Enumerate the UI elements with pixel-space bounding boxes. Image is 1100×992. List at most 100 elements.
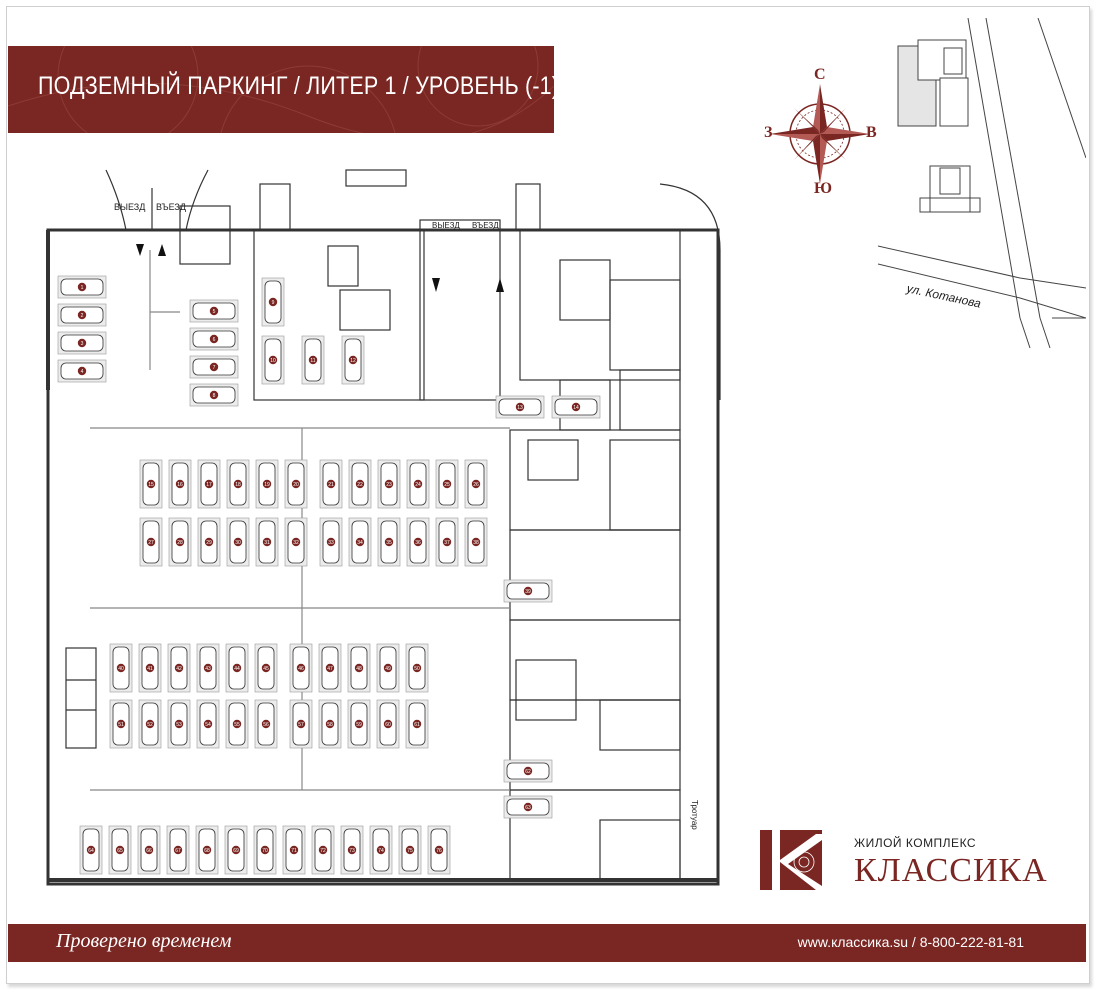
spot-badge [145,719,155,729]
parking-spot[interactable]: 66 [137,825,161,875]
parking-spot[interactable]: 63 [503,795,553,819]
parking-spot[interactable]: 42 [167,643,191,693]
parking-spot[interactable]: 15 [139,459,163,509]
parking-spot[interactable]: 47 [318,643,342,693]
parking-spot[interactable]: 41 [138,643,162,693]
parking-spot[interactable]: 39 [503,579,553,603]
spot-badge [77,366,87,376]
parking-spot[interactable]: 56 [254,699,278,749]
parking-spot[interactable]: 11 [301,335,325,385]
spot-badge [262,537,272,547]
parking-spot[interactable]: 8 [189,383,239,407]
parking-spot[interactable]: 16 [168,459,192,509]
parking-spot[interactable]: 51 [109,699,133,749]
parking-spot[interactable]: 48 [347,643,371,693]
brand-name: КЛАССИКА [854,852,1048,889]
spot-badge [77,338,87,348]
spot-number: 19 [264,482,270,488]
parking-spot[interactable]: 25 [435,459,459,509]
parking-spot[interactable]: 68 [195,825,219,875]
parking-spot[interactable]: 44 [225,643,249,693]
parking-spot[interactable]: 6 [189,327,239,351]
spot-badge [515,402,525,412]
spot-number: 74 [378,848,384,854]
parking-spot[interactable]: 37 [435,517,459,567]
parking-spot[interactable]: 54 [196,699,220,749]
parking-spot[interactable]: 27 [139,517,163,567]
parking-spot[interactable]: 75 [398,825,422,875]
parking-spot[interactable]: 65 [108,825,132,875]
parking-spot[interactable]: 4 [57,359,107,383]
parking-spot[interactable]: 2 [57,303,107,327]
parking-spot[interactable]: 43 [196,643,220,693]
parking-spot[interactable]: 13 [495,395,545,419]
parking-spot[interactable]: 40 [109,643,133,693]
parking-spot[interactable]: 14 [551,395,601,419]
parking-spot[interactable]: 60 [376,699,400,749]
parking-spot[interactable]: 36 [406,517,430,567]
parking-spot[interactable]: 45 [254,643,278,693]
spot-number: 7 [213,365,216,371]
parking-spot[interactable]: 17 [197,459,221,509]
parking-spot[interactable]: 50 [405,643,429,693]
parking-spot[interactable]: 22 [348,459,372,509]
spot-badge [202,845,212,855]
parking-spot[interactable]: 34 [348,517,372,567]
spot-badge [523,586,533,596]
parking-spot[interactable]: 55 [225,699,249,749]
sidewalk-label: Тротуар [690,800,699,830]
parking-spot[interactable]: 52 [138,699,162,749]
parking-spot[interactable]: 26 [464,459,488,509]
spot-badge [86,845,96,855]
parking-spot[interactable]: 20 [284,459,308,509]
parking-spot[interactable]: 59 [347,699,371,749]
spot-number: 69 [233,848,239,854]
parking-spot[interactable]: 76 [427,825,451,875]
parking-spot[interactable]: 5 [189,299,239,323]
parking-spot[interactable]: 30 [226,517,250,567]
parking-spot[interactable]: 46 [289,643,313,693]
parking-spot[interactable]: 3 [57,331,107,355]
parking-spot[interactable]: 10 [261,335,285,385]
parking-spot[interactable]: 67 [166,825,190,875]
parking-spot[interactable]: 24 [406,459,430,509]
parking-spot[interactable]: 69 [224,825,248,875]
parking-spot[interactable]: 1 [57,275,107,299]
parking-spot[interactable]: 38 [464,517,488,567]
parking-spot[interactable]: 32 [284,517,308,567]
spot-badge [174,663,184,673]
parking-spot[interactable]: 73 [340,825,364,875]
parking-spot[interactable]: 18 [226,459,250,509]
spot-number: 18 [235,482,241,488]
spot-badge [174,719,184,729]
parking-spot[interactable]: 70 [253,825,277,875]
parking-spot[interactable]: 21 [319,459,343,509]
parking-spot[interactable]: 29 [197,517,221,567]
parking-spot[interactable]: 12 [341,335,365,385]
parking-spot[interactable]: 7 [189,355,239,379]
parking-spot[interactable]: 35 [377,517,401,567]
parking-spot[interactable]: 61 [405,699,429,749]
parking-spot[interactable]: 23 [377,459,401,509]
parking-spot[interactable]: 28 [168,517,192,567]
parking-spot[interactable]: 58 [318,699,342,749]
spot-number: 58 [327,722,333,728]
parking-spot[interactable]: 71 [282,825,306,875]
parking-spot[interactable]: 33 [319,517,343,567]
parking-spot[interactable]: 57 [289,699,313,749]
parking-spot[interactable]: 62 [503,759,553,783]
parking-spot[interactable]: 72 [311,825,335,875]
spot-number: 46 [298,666,304,672]
parking-spot[interactable]: 53 [167,699,191,749]
parking-spot[interactable]: 64 [79,825,103,875]
floor-plan-drawing: ВЫЕЗД ВЪЕЗД ВЫЕЗД ВЪЕЗД Тротуар 12345678… [46,169,721,886]
spot-badge [383,663,393,673]
spot-number: 73 [349,848,355,854]
parking-spot[interactable]: 19 [255,459,279,509]
parking-spot[interactable]: 9 [261,277,285,327]
parking-spot[interactable]: 49 [376,643,400,693]
parking-spot[interactable]: 31 [255,517,279,567]
spot-number: 72 [320,848,326,854]
parking-spot[interactable]: 74 [369,825,393,875]
spot-number: 6 [213,337,216,343]
